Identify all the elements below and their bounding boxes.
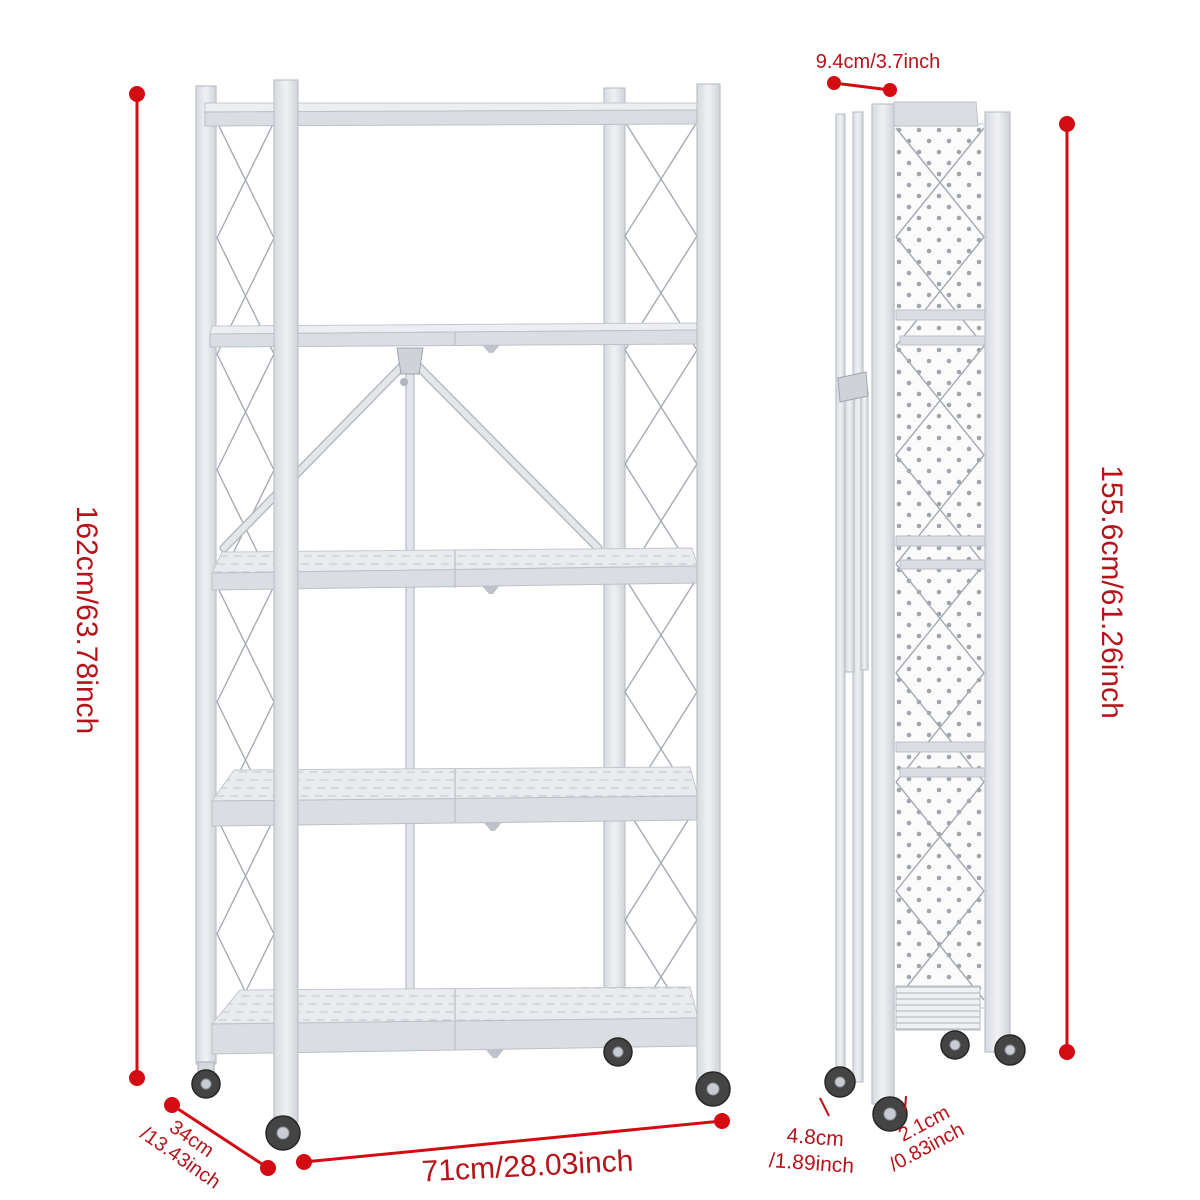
folded-rear-pole [835,113,846,1077]
shelf-tier-4 [211,766,699,831]
folded-shelf [824,101,1026,1132]
dimension-endpoint [883,83,897,97]
caster-hub [949,1039,961,1051]
front-left-post [273,79,299,1123]
caster-hub [200,1078,212,1090]
caster-hub [834,1076,846,1088]
shelf-clip [482,585,500,594]
caster-wheel [872,1096,908,1132]
brace-wire [895,236,985,347]
brace-wire [624,121,698,237]
folded-shelf-rail [895,535,989,547]
brace-wire [895,781,985,892]
folded-handle-bar [860,391,869,671]
dimension-endpoint [714,1113,730,1129]
folded-shelf-rail [899,559,995,570]
folded-shelf-rail [895,741,989,753]
caster-b-tick [904,1095,907,1111]
brace-wire [216,585,275,703]
shelf-clip [484,822,502,831]
caster-a-label: 4.8cm /1.89inch [768,1124,855,1178]
shelf-clip [482,345,500,353]
folding-support [219,347,603,1009]
caster-hub [276,1126,290,1140]
width-line [303,1119,723,1164]
brace-wire [624,805,698,921]
folded-thickness-line [833,81,891,92]
assembled-shelf [191,79,731,1151]
front-right-post [696,83,721,1081]
shelf-tier-3 [211,547,699,594]
caster-hub [1004,1044,1016,1056]
folded-bottom-shelf [895,985,981,1031]
caster-hub [612,1046,624,1058]
caster-wheel [695,1071,731,1107]
dimension-endpoint [164,1097,180,1113]
caster-hub [883,1107,897,1121]
depth-line [171,1103,269,1170]
folded-hinge-bracket [837,371,869,403]
dimension-endpoint [260,1160,276,1176]
caster-wheel [940,1030,970,1060]
brace-wire [895,127,985,238]
dimension-endpoint [296,1154,312,1170]
caster-wheel [265,1115,301,1151]
brace-wire [216,121,275,239]
caster-wheel [824,1066,856,1098]
folded-height-label: 155.6cm/61.26inch [1095,465,1128,719]
depth-label: 34cm /13.43inch [136,1116,224,1194]
brace-wire [216,353,275,471]
brace-wire [895,563,985,674]
folded-top-cap [893,101,979,127]
assembled-height-label: 162cm/63.78inch [70,506,103,735]
caster-wheel [994,1034,1026,1066]
brace-wire [624,349,698,465]
dimension-endpoint [129,1070,145,1086]
brace-wire [624,577,698,693]
folded-side-bracing [895,127,985,1001]
folded-shelf-rail [895,309,989,321]
support-arm-right-inner [407,355,601,551]
dimension-endpoint [129,86,145,102]
width-label: 71cm/28.03inch [421,1144,634,1188]
brace-wire [216,817,275,935]
dimension-endpoint [1059,1044,1075,1060]
caster-wheel [603,1037,633,1067]
support-hinge [396,347,424,375]
caster-a-label-inch: /1.89inch [768,1149,855,1178]
folded-thickness-label: 9.4cm/3.7inch [816,51,941,73]
support-arm-left-inner [221,355,413,551]
folded-shelf-rail [899,335,995,346]
caster-wheel [191,1061,221,1099]
caster-a-tick [819,1097,830,1117]
shelf-tier-2 [209,322,701,353]
caster-a-label-cm: 4.8cm [786,1124,845,1151]
brace-wire [895,672,985,783]
folded-front-post [871,103,895,1105]
brace-wire [895,345,985,456]
caster-hub [706,1082,720,1096]
shelf-tier-5 [210,986,699,1058]
brace-wire [895,890,985,1001]
dimension-endpoint [827,76,841,90]
shelf-tier-1 [204,102,701,127]
shelf-clip [486,1049,504,1058]
hinge-pin [400,378,408,386]
folded-handle-bar [844,383,855,673]
folded-shelf-rail [899,767,995,778]
dimension-endpoint [1059,116,1075,132]
center-support-rod [405,357,415,1009]
folded-side-post [984,111,1011,1053]
